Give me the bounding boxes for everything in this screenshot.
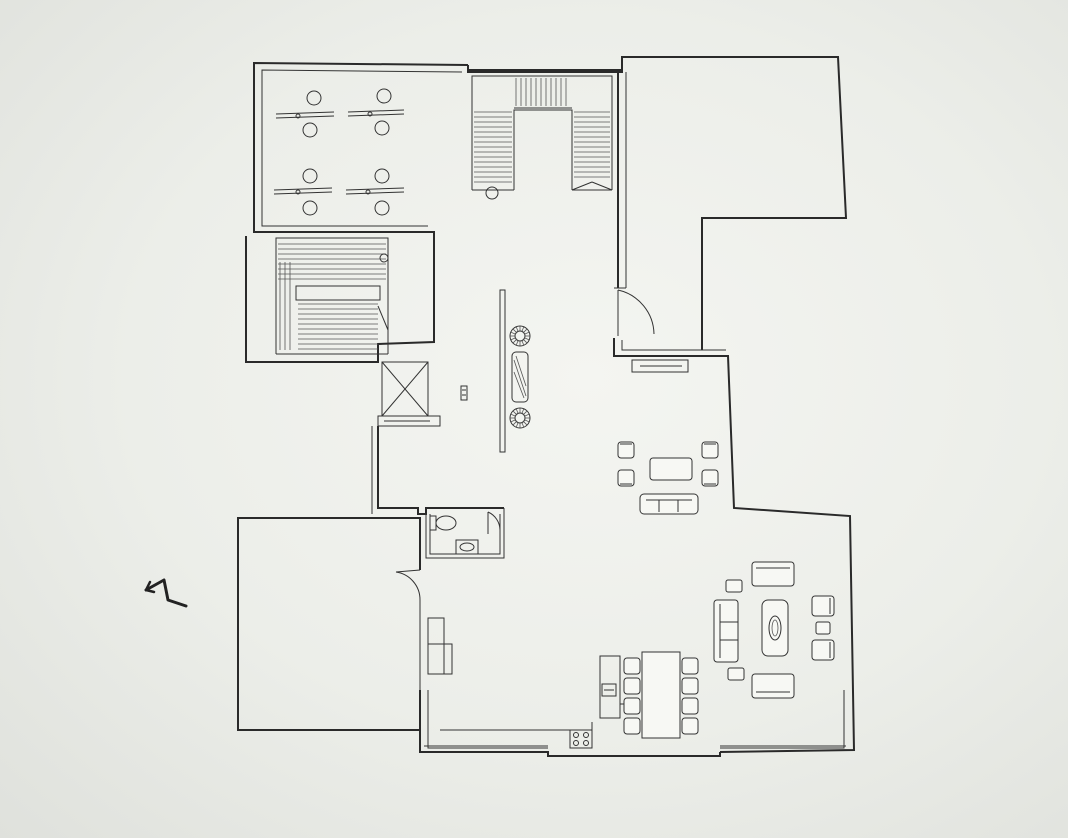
sofa-icon (751, 561, 795, 587)
toilet-icon (429, 515, 457, 531)
dining-table-icon (641, 651, 681, 739)
door-swing-icon (487, 511, 501, 534)
planter-leaf (523, 328, 528, 333)
wall-kitchen (440, 722, 593, 731)
sitting-area (617, 359, 719, 515)
chair-icon (681, 677, 699, 695)
chair-icon (681, 717, 699, 735)
chair-icon (623, 717, 641, 735)
planter-leaf (512, 421, 517, 426)
door-swing-icon (395, 569, 421, 601)
feature-wall (499, 289, 506, 453)
desk-cluster-icon (275, 90, 335, 138)
chair-icon (681, 697, 699, 715)
planter-leaf (515, 326, 519, 332)
sink-icon (601, 683, 617, 697)
lift (377, 361, 441, 427)
fridge (427, 643, 453, 675)
desk-cluster-icon (347, 88, 405, 136)
living-area (713, 561, 835, 699)
planter-leaf (523, 339, 528, 344)
door-swing-icon (614, 287, 655, 336)
planter-leaf (521, 422, 525, 428)
window-south-west (427, 690, 548, 749)
counter (599, 655, 621, 719)
planter-icon (509, 407, 531, 429)
sofa-icon (751, 673, 795, 699)
planter-leaf (515, 340, 519, 346)
planter-leaf (524, 413, 530, 417)
chair-icon (623, 657, 641, 675)
side-table (815, 621, 831, 635)
wall-south (419, 690, 721, 757)
chair-icon (811, 595, 835, 617)
stair-north (471, 75, 613, 200)
planter-leaf (510, 337, 516, 341)
planter-leaf (524, 331, 530, 335)
planter-leaf (515, 422, 519, 428)
stove-icon (569, 729, 593, 749)
reception-marker-icon (460, 385, 468, 401)
chair-icon (623, 697, 641, 715)
chair-icon (623, 677, 641, 695)
tv-console (631, 359, 689, 373)
chair-icon (617, 469, 635, 487)
side-table (727, 667, 745, 681)
coffee-table-icon (761, 599, 789, 657)
chair-icon (681, 657, 699, 675)
bench (511, 351, 529, 403)
wall-office-outline (245, 61, 469, 363)
planter-icon (509, 325, 531, 347)
office-area (273, 88, 405, 216)
window-south-east (720, 690, 845, 749)
dining-area (623, 651, 699, 739)
sofa-icon (639, 493, 699, 515)
counter (427, 617, 445, 675)
lobby-hall (460, 289, 531, 453)
planter-leaf (524, 337, 530, 341)
planter-leaf (521, 340, 525, 346)
coffee-table-icon (649, 457, 693, 481)
planter-leaf (521, 408, 525, 414)
wall-office-inner (261, 69, 463, 227)
toilet (425, 508, 505, 559)
sink-icon (455, 539, 479, 555)
planter-leaf (521, 326, 525, 332)
planter-leaf (510, 419, 516, 423)
stair-west (275, 237, 389, 355)
desk-cluster-icon (273, 168, 333, 216)
north-arrow-icon (144, 578, 188, 608)
wall-lobby-west (377, 426, 504, 515)
planter-leaf (523, 410, 528, 415)
planter-leaf (510, 331, 516, 335)
planter-leaf (515, 408, 519, 414)
outer-walls (237, 56, 856, 757)
sofa-icon (713, 599, 739, 663)
desk-cluster-icon (345, 168, 405, 216)
chair-icon (701, 441, 719, 459)
chair-icon (701, 469, 719, 487)
planter-leaf (512, 410, 517, 415)
kitchen (427, 617, 624, 749)
planter-leaf (510, 413, 516, 417)
wall-north (467, 56, 848, 350)
planter-leaf (512, 339, 517, 344)
planter-leaf (523, 421, 528, 426)
planter-leaf (524, 419, 530, 423)
wall-corridor-lower (613, 338, 856, 753)
chair-icon (811, 639, 835, 661)
planter-leaf (512, 328, 517, 333)
side-table (725, 579, 743, 593)
wall-corridor-lower-inner (621, 340, 726, 351)
wall-terrace (237, 517, 421, 731)
chair-icon (617, 441, 635, 459)
